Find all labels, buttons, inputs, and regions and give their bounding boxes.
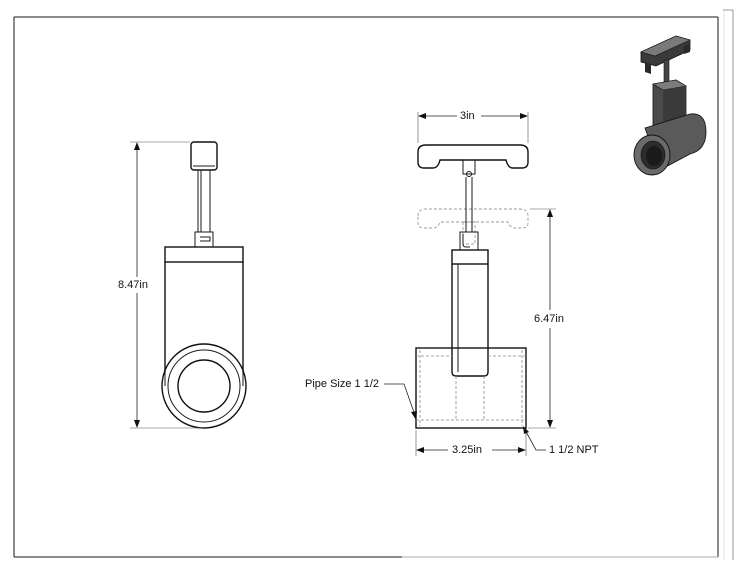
front-view: [130, 141, 247, 429]
side-height-label: 6.47in: [534, 313, 564, 325]
thread-callout: 1 1/2 NPT: [549, 444, 599, 456]
isometric-view: [633, 35, 707, 176]
handle-width-label: 3in: [460, 110, 475, 122]
front-height-label: 8.47in: [118, 279, 148, 291]
side-view: [384, 112, 556, 456]
drawing-border: [13, 9, 734, 560]
pipe-size-callout: Pipe Size 1 1/2: [305, 378, 379, 390]
body-width-label: 3.25in: [452, 444, 482, 456]
